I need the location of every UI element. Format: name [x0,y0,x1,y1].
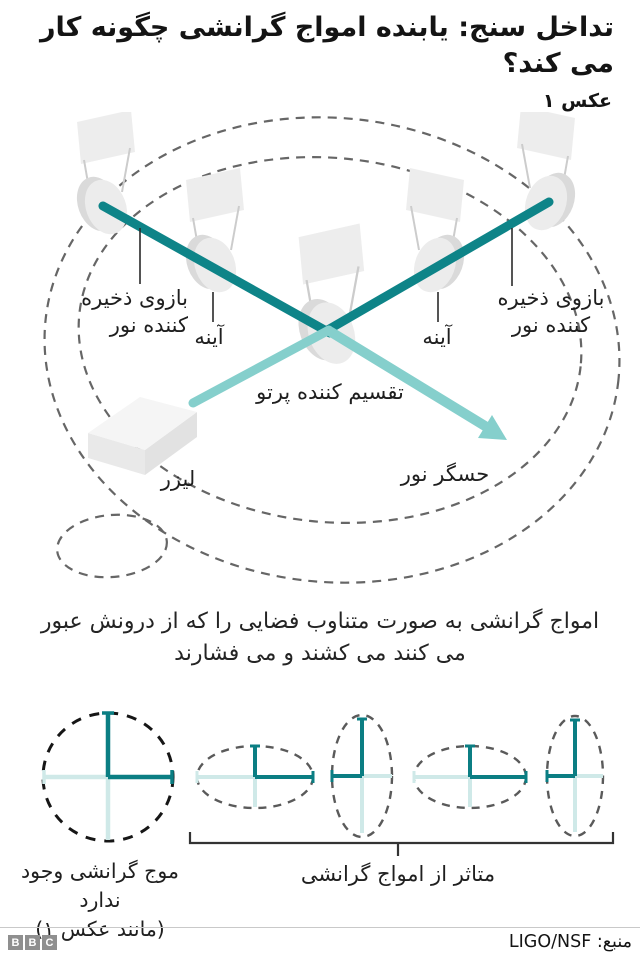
ellipse-tall-2-icon [545,714,605,838]
ellipse-tall-1-icon [330,713,394,839]
interferometer-diagram: بازوی ذخیره کننده نور آینه بازوی ذخیره ک… [43,112,621,584]
page-title: تداخل سنج: یابنده امواج گرانشی چگونه کار… [39,12,614,80]
detector-beam [326,327,490,431]
wave-deformation-row [41,711,615,856]
no-wave-label-line1: موج گرانشی وجود ندارد [21,859,179,912]
bbc-logo-box-b2: B [25,935,40,950]
bbc-logo: B B C [8,935,57,950]
bbc-logo-box-b1: B [8,935,23,950]
space-distortion-ellipses [43,116,621,584]
laser-beams [98,197,554,440]
left-arm-label-line1: بازوی ذخیره [81,286,188,310]
ellipse-wide-2-icon [412,744,528,810]
right-arm-label-line2: کننده نور [511,313,590,337]
affected-bracket [188,832,615,856]
caption-paragraph: امواج گرانشی به صورت متناوب فضایی را که … [20,606,620,670]
bbc-logo-box-c: C [42,935,57,950]
mirror-left-label: آینه [194,324,224,349]
caption-line2: می کنند می کشند و می فشارند [174,641,466,666]
small-dashed-ellipse [56,513,168,579]
affected-by-waves-label: متاثر از امواج گرانشی [300,862,496,886]
left-arm-label-line2: کننده نور [109,313,188,337]
left-arm-beam [98,201,335,338]
beam-splitter-label: تقسیم کننده پرتو [255,380,404,405]
outer-dashed-ellipse [43,116,621,584]
laser-icon [88,397,197,475]
mirror-right-label: آینه [422,324,452,349]
source-credit: منبع: LIGO/NSF [508,932,632,952]
right-arm-beam [321,197,554,336]
laser-input-beam [188,325,334,408]
leader-lines [139,228,513,322]
photo-number-label: عکس ۱ [542,90,612,112]
no-wave-label-line2: (مانند عکس ۱) [35,917,165,941]
beam-arrowhead-icon [478,415,507,440]
right-arm-label-line1: بازوی ذخیره [498,286,605,310]
laser-label: لیزر [160,467,195,491]
no-wave-label: موج گرانشی وجود ندارد (مانند عکس ۱) [4,857,196,944]
inner-dashed-ellipse [77,155,583,525]
circle-no-wave-icon [41,711,175,843]
ellipse-wide-1-icon [195,744,315,810]
footer-divider [0,927,640,928]
light-sensor-label: حسگر نور [400,462,489,486]
caption-line1: امواج گرانشی به صورت متناوب فضایی را که … [40,609,600,634]
